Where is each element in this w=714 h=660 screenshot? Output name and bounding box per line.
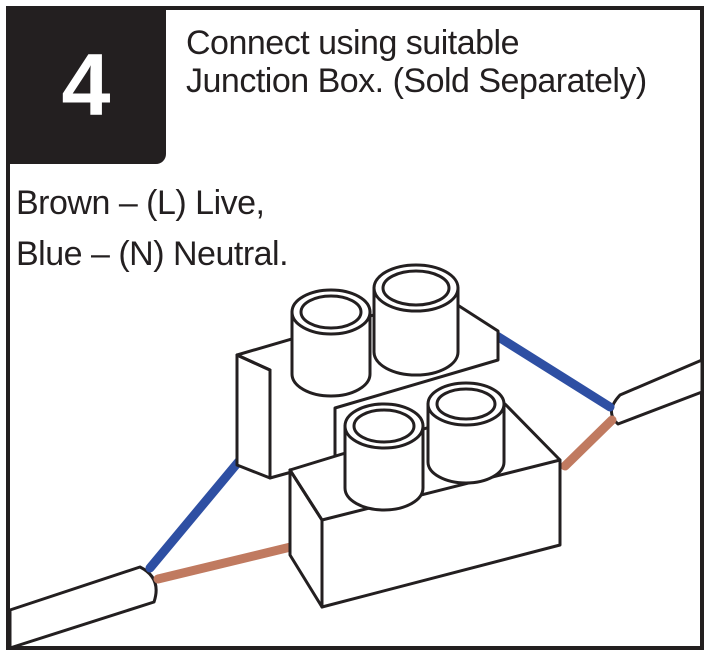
left-brown-wire (153, 539, 308, 584)
terminal-front-left (343, 424, 425, 512)
terminal-back-left (290, 310, 372, 398)
right-cable (610, 358, 704, 426)
back-block-side (235, 353, 272, 480)
step-number: 4 (61, 35, 111, 134)
terminal-back-right (372, 286, 460, 377)
left-cable (8, 565, 158, 650)
heading-line-1: Connect using suitable (186, 24, 520, 62)
step-badge: 4 (6, 6, 166, 164)
instruction-heading: Connect using suitable Junction Box. (So… (186, 24, 696, 100)
wire-color-legend: Brown – (L) Live, Blue – (N) Neutral. (16, 178, 436, 280)
right-blue-wire (492, 331, 615, 412)
legend-blue-neutral: Blue – (N) Neutral. (16, 235, 289, 273)
legend-brown-live: Brown – (L) Live, (16, 184, 265, 222)
right-brown-wire (560, 415, 617, 471)
heading-line-2: Junction Box. (Sold Separately) (186, 62, 647, 101)
